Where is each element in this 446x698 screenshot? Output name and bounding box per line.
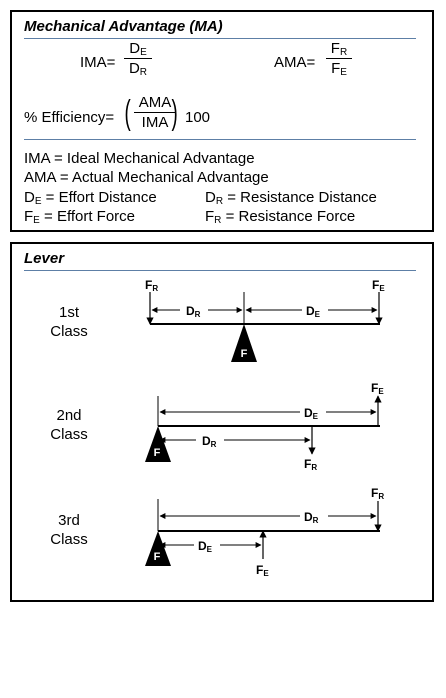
lever-panel: Lever 1st Class 2nd Class 3rd Class F DR… [10,242,434,602]
def-effort-distance: DE = Effort Distance [24,189,157,207]
dr-label: DR [202,434,217,449]
fr-label: FR [145,278,158,293]
class-1-line2: Class [50,323,88,340]
ama-label: AMA= [274,54,316,71]
ma-panel-title: Mechanical Advantage (MA) [24,18,223,35]
lever-panel-title: Lever [24,250,65,267]
fulcrum-triangle [231,324,257,362]
dr-label: DR [186,304,201,319]
fe-label: FE [372,278,385,293]
first-class-lever: F DR DE FR FE [145,278,385,362]
fulcrum-triangle [145,531,171,566]
fulcrum-label: F [241,348,248,360]
right-paren: ) [171,94,178,132]
def-resistance-force: FR = Resistance Force [205,208,356,226]
fulcrum-triangle [145,426,171,462]
efficiency-fraction: AMA IMA [134,94,176,131]
de-label: DE [198,539,213,554]
fulcrum-label: F [154,551,161,563]
formula-divider [24,139,416,140]
left-paren: ( [124,94,131,132]
class-2-line1: 2nd [56,407,82,424]
dr-label: DR [304,510,319,525]
second-class-lever: F DE DR FE FR [145,381,384,472]
title-divider [24,38,416,39]
class-3-line2: Class [50,531,88,548]
efficiency-factor: 100 [185,109,211,126]
de-label: DE [304,406,319,421]
lever-title-divider [24,270,416,271]
class-2-line2: Class [50,426,88,443]
third-class-lever: F DR DE FR FE [145,486,384,578]
def-effort-force: FE = Effort Force [24,208,136,226]
de-label: DE [306,304,321,319]
class-1-line1: 1st [58,304,79,321]
def-resistance-distance: DR = Resistance Distance [205,189,377,207]
lever-diagrams: F DR DE FR FE F DE DR FE [145,278,385,578]
class-3-line1: 3rd [58,512,80,529]
def-ima: IMA = Ideal Mechanical Advantage [24,150,255,167]
ima-fraction: DE DR [124,40,152,78]
ama-fraction: FR FE [326,40,352,78]
efficiency-label: % Efficiency= [24,109,115,126]
fe-label: FE [371,381,384,396]
mechanical-advantage-panel: Mechanical Advantage (MA) IMA= DE DR AMA… [10,10,434,232]
fulcrum-label: F [154,447,161,459]
fr-label: FR [304,457,317,472]
ima-label: IMA= [80,54,116,71]
fe-label: FE [256,563,269,578]
fr-label: FR [371,486,384,501]
def-ama: AMA = Actual Mechanical Advantage [24,169,269,186]
